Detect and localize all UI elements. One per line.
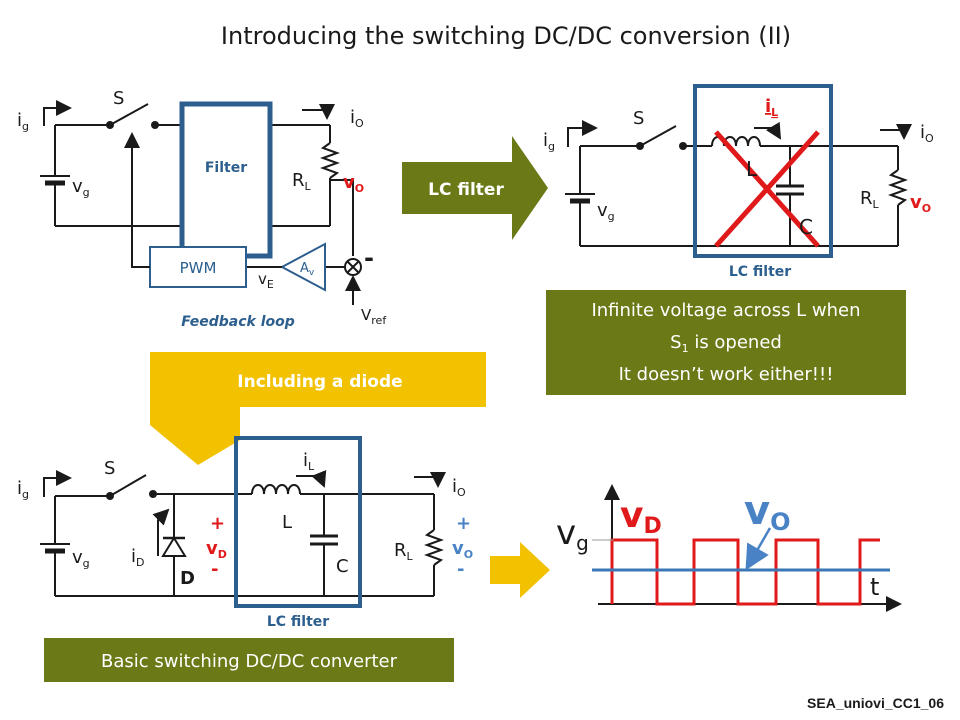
vo-label: vO	[343, 172, 364, 195]
vd-waveform	[610, 538, 880, 606]
diode-label-3: D	[180, 568, 195, 589]
inductor-label-3: L	[282, 512, 292, 533]
banner-text: Basic switching DC/DC converter	[101, 651, 398, 672]
vo-label-3: vO	[452, 538, 473, 561]
filter-box	[179, 101, 273, 259]
waveform: vg vD vO t	[556, 484, 902, 612]
t-axis-label: t	[870, 573, 879, 601]
lc-filter-label-2: LC filter	[729, 264, 791, 280]
amplifier-triangle	[279, 242, 326, 292]
filter-label: Filter	[205, 160, 247, 176]
arrow-lc-filter: LC filter	[402, 136, 548, 240]
vd-minus: -	[211, 559, 218, 580]
rl-label: RL	[292, 170, 312, 193]
vg-label-wave: vg	[556, 513, 589, 555]
io-label-3: iO	[452, 476, 466, 499]
rl-label-2: RL	[860, 188, 880, 211]
il-label-2: iL	[765, 96, 778, 119]
vo-pointer	[745, 527, 772, 571]
note-box: Infinite voltage across L when S1 is ope…	[546, 290, 906, 395]
vo-label-2: vO	[910, 192, 931, 215]
vo-minus: -	[457, 559, 464, 580]
lc-filter-box	[693, 84, 833, 258]
rl-label-3: RL	[394, 540, 414, 563]
av-label: Av	[300, 261, 315, 278]
slide-title: Introducing the switching DC/DC conversi…	[221, 22, 791, 50]
ig-label-3: ig	[17, 478, 29, 501]
vg-label: vg	[72, 176, 90, 199]
io-label: iO	[350, 107, 364, 130]
vd-label-wave: vD	[620, 495, 662, 539]
switch-label-2: S	[633, 108, 644, 129]
capacitor-label-3: C	[336, 556, 349, 577]
arrow-diode-label: Including a diode	[237, 372, 402, 392]
capacitor-label-2: C	[799, 215, 813, 239]
vg-label-3: vg	[72, 547, 90, 570]
note-line-2: S1 is opened	[670, 332, 782, 355]
vg-label-2: vg	[597, 200, 615, 223]
ig-label: ig	[17, 110, 29, 133]
il-label-3: iL	[303, 450, 315, 473]
lc-filter-label-3: LC filter	[267, 614, 329, 630]
vo-plus: +	[456, 513, 471, 534]
vref-label: Vref	[361, 306, 387, 327]
id-label-3: iD	[131, 546, 145, 569]
note-line-1: Infinite voltage across L when	[591, 300, 860, 321]
small-arrow	[490, 542, 550, 598]
circuit-1: Filter S ig vg iO RL vO PWM vE Av - Vref…	[17, 88, 387, 330]
switch-label: S	[113, 88, 124, 109]
pwm-label: PWM	[180, 259, 217, 277]
banner: Basic switching DC/DC converter	[44, 638, 454, 682]
minus-sign: -	[364, 244, 374, 272]
ig-label-2: ig	[543, 130, 555, 153]
arrow-lc-filter-label: LC filter	[428, 180, 504, 200]
circuit-2: S ig vg iL L C iO RL vO LC filter	[543, 84, 934, 280]
io-label-2: iO	[920, 122, 934, 145]
vd-plus: +	[210, 513, 225, 534]
vd-label-3: vD	[206, 538, 227, 561]
inductor-label-2: L	[746, 157, 758, 181]
feedback-loop-label: Feedback loop	[181, 314, 295, 330]
switch-label-3: S	[104, 458, 115, 479]
footer-code: SEA_uniovi_CC1_06	[807, 695, 944, 711]
note-line-3: It doesn’t work either!!!	[619, 364, 834, 385]
ve-label: vE	[258, 270, 274, 291]
vo-label-wave: vO	[744, 488, 790, 536]
circuit-3: S ig vg iD D + vD - iL L C RL iO + vO - …	[17, 436, 473, 630]
lc-filter-box-3	[234, 436, 362, 608]
arrow-including-diode: Including a diode	[150, 352, 486, 465]
